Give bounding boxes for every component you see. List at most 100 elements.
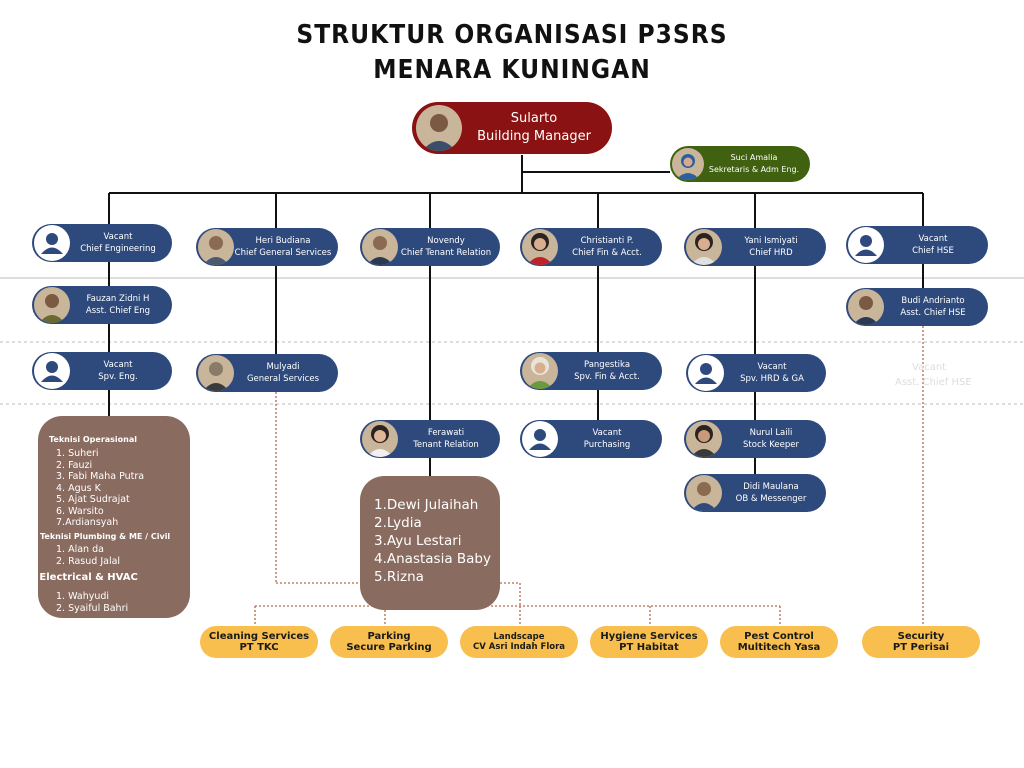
vendor-service: Security <box>897 630 945 642</box>
person-role: Asst. Chief HSE <box>900 308 966 318</box>
person-role: Chief Tenant Relation <box>400 248 492 258</box>
ghost-label: Asst. Chief HSE <box>895 377 972 388</box>
person-name: Mulyadi <box>266 362 300 372</box>
list-item: 5.Rizna <box>374 569 424 585</box>
avatar <box>362 421 398 457</box>
person-name: Nurul Laili <box>749 428 793 438</box>
person-placeholder-icon <box>522 421 558 457</box>
person-role: Tenant Relation <box>413 440 479 450</box>
person-role: Spv. Fin & Acct. <box>574 372 640 382</box>
page-subtitle: MENARA KUNINGAN <box>373 55 651 85</box>
person-role: Chief Fin & Acct. <box>572 248 642 258</box>
tenant-relation-staff-box: 1.Dewi Julaihah 2.Lydia 3.Ayu Lestari 4.… <box>360 476 500 610</box>
vendor-company: PT TKC <box>239 642 279 653</box>
section-heading: Teknisi Operasional <box>49 435 137 444</box>
ob-messenger-card[interactable]: Didi Maulana OB & Messenger <box>684 474 826 512</box>
chief-fin-acct-card[interactable]: Christianti P. Chief Fin & Acct. <box>520 228 662 266</box>
person-role: Building Manager <box>477 129 591 144</box>
person-role: Stock Keeper <box>743 440 799 450</box>
section-heading: nisi Electrical & HVAC <box>16 572 138 583</box>
person-role: Chief HRD <box>749 248 793 258</box>
person-name: Ferawati <box>427 428 465 438</box>
avatar <box>362 229 398 265</box>
person-name: Pangestika <box>583 360 631 370</box>
person-name: Fauzan Zidni H <box>86 294 150 304</box>
person-name: Yani Ismiyati <box>744 236 798 246</box>
person-name: Didi Maulana <box>743 482 799 492</box>
person-name: Sularto <box>510 111 558 126</box>
person-name: Suci Amalia <box>730 153 778 162</box>
person-name: Budi Andrianto <box>901 296 965 306</box>
list-item: 4. Agus K <box>56 482 101 494</box>
person-role: OB & Messenger <box>735 494 807 504</box>
list-item: 2. Fauzi <box>56 459 93 471</box>
person-placeholder-icon <box>848 227 884 263</box>
person-role: Sekretaris & Adm Eng. <box>708 165 800 174</box>
list-item: 1.Dewi Julaihah <box>374 497 479 513</box>
technicians-box: Teknisi Operasional 1. Suheri 2. Fauzi 3… <box>16 416 190 618</box>
list-item: 1. Alan da <box>56 544 104 555</box>
person-placeholder-icon <box>34 225 70 261</box>
section-heading: Teknisi Plumbing & ME / Civil <box>40 532 171 541</box>
person-name: Vacant <box>103 360 133 370</box>
avatar <box>686 421 722 457</box>
list-item: 2. Rasud Jalal <box>56 555 121 567</box>
person-placeholder-icon <box>688 355 724 391</box>
list-item: 7.Ardiansyah <box>56 517 119 528</box>
person-role: Chief General Services <box>234 248 332 258</box>
person-role: Chief HSE <box>912 246 954 256</box>
list-item: 1. Suheri <box>56 448 99 459</box>
vendor-service: Parking <box>367 630 411 642</box>
vendor-company: Multitech Yasa <box>737 642 821 653</box>
avatar <box>522 353 558 389</box>
person-name: Vacant <box>757 362 787 372</box>
person-name: Vacant <box>103 232 133 242</box>
avatar <box>686 229 722 265</box>
list-item: 1. Wahyudi <box>56 591 110 602</box>
avatar <box>198 229 234 265</box>
vendor-service: Pest Control <box>744 630 814 642</box>
ghost-label: Vacant <box>912 362 947 373</box>
list-item: 3. Fabi Maha Putra <box>56 471 145 482</box>
person-name: Novendy <box>427 236 465 246</box>
avatar <box>672 148 704 180</box>
vendor-service: Landscape <box>493 631 545 642</box>
technician-list: 1. Alan da 2. Rasud Jalal <box>56 544 120 567</box>
avatar <box>416 105 462 151</box>
person-name: Heri Budiana <box>255 236 311 246</box>
person-name: Christianti P. <box>580 236 634 246</box>
person-placeholder-icon <box>34 353 70 389</box>
person-name: Vacant <box>918 234 948 244</box>
list-item: 6. Warsito <box>56 505 104 517</box>
vendor-service: Cleaning Services <box>208 630 310 642</box>
list-item: 4.Anastasia Baby <box>374 551 491 567</box>
page-title: STRUKTUR ORGANISASI P3SRS <box>296 20 728 50</box>
asst-chief-eng-card[interactable]: Fauzan Zidni H Asst. Chief Eng <box>32 286 172 324</box>
person-role: Purchasing <box>583 440 631 450</box>
vendor-company: PT Habitat <box>619 642 679 653</box>
person-name: Vacant <box>592 428 622 438</box>
person-role: Asst. Chief Eng <box>85 306 151 316</box>
vendor-company: PT Perisai <box>892 642 950 653</box>
